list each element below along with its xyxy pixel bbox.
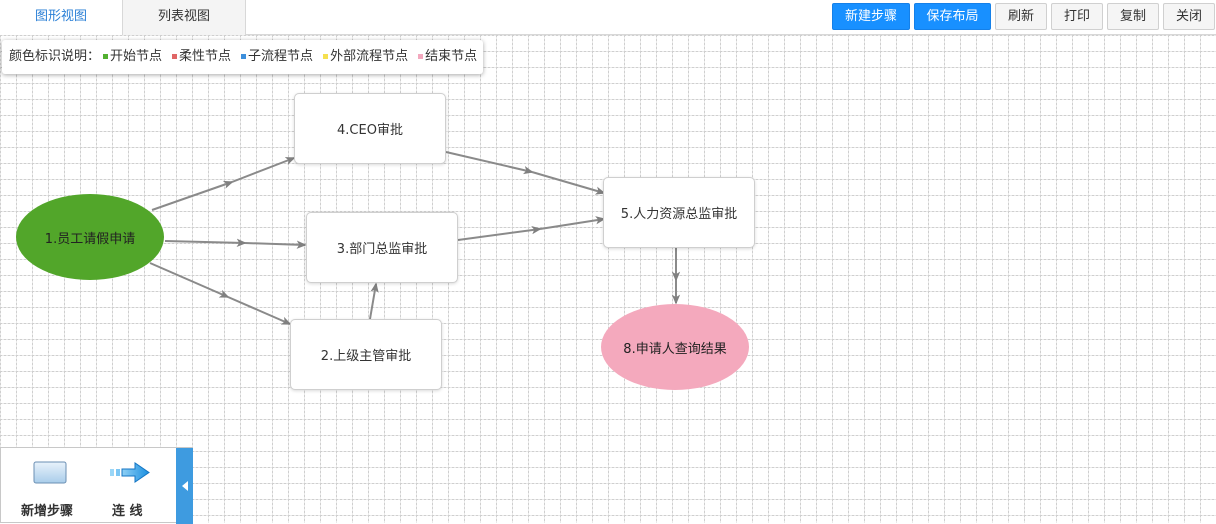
refresh-button[interactable]: 刷新 — [995, 3, 1047, 30]
rectangle-icon — [33, 461, 67, 484]
legend-prefix: 颜色标识说明： — [9, 49, 101, 64]
edge-start-supervisor[interactable] — [149, 262, 230, 298]
hr-director-approval-label: 5.人力资源总监审批 — [620, 207, 738, 222]
edge-start-ceo-tail[interactable] — [231, 157, 296, 183]
dept-director-approval-label: 3.部门总监审批 — [336, 242, 428, 257]
add-step-tool[interactable]: 新增步骤 — [11, 454, 91, 520]
flow-canvas[interactable] — [0, 35, 1216, 523]
supervisor-approval-label: 2.上级主管审批 — [320, 349, 412, 364]
close-button[interactable]: 关闭 — [1163, 3, 1215, 30]
edge-supervisor-dept[interactable] — [369, 282, 379, 320]
legend-swatch-flexible — [172, 53, 178, 59]
legend-swatch-end — [418, 53, 424, 59]
end-node-label: 8.申请人查询结果 — [623, 341, 727, 357]
start-node[interactable]: 1.员工请假申请 — [16, 194, 164, 280]
legend-swatch-start — [103, 53, 109, 59]
save-layout-button[interactable]: 保存布局 — [914, 3, 991, 30]
arrow-right-icon — [110, 462, 150, 483]
collapse-toolbox-handle[interactable] — [176, 448, 193, 524]
start-node-label: 1.员工请假申请 — [44, 231, 136, 247]
connect-tool[interactable]: 连 线 — [101, 454, 161, 520]
edge-start-dept-tail[interactable] — [244, 240, 307, 249]
edge-start-supervisor-tail[interactable] — [227, 296, 292, 325]
legend-item-subprocess: 子流程节点 — [248, 49, 314, 64]
hr-director-approval-node[interactable]: 5.人力资源总监审批 — [603, 177, 755, 248]
chevron-left-icon — [181, 481, 188, 491]
add-step-label: 新增步骤 — [21, 504, 74, 519]
ceo-approval-node[interactable]: 4.CEO审批 — [294, 93, 446, 164]
ceo-approval-label: 4.CEO审批 — [337, 123, 403, 138]
toolbox-panel: 新增步骤 连 线 — [0, 447, 193, 524]
legend-item-external: 外部流程节点 — [330, 49, 409, 64]
legend-item-flexible: 柔性节点 — [179, 49, 232, 64]
legend-swatch-external — [323, 53, 329, 59]
edge-dept-hr-tail[interactable] — [539, 216, 606, 230]
color-legend: 颜色标识说明： 开始节点 柔性节点 子流程节点 外部流程节点 结束节点 — [2, 40, 484, 74]
legend-swatch-subprocess — [241, 53, 247, 59]
top-toolbar: 图形视图 列表视图 新建步骤 保存布局 刷新 打印 复制 关闭 — [0, 0, 1216, 35]
copy-button[interactable]: 复制 — [1107, 3, 1159, 30]
edge-start-ceo[interactable] — [151, 180, 234, 211]
supervisor-approval-node[interactable]: 2.上级主管审批 — [290, 319, 442, 390]
edge-dept-hr[interactable] — [457, 225, 542, 241]
tab-list-view[interactable]: 列表视图 — [123, 0, 246, 35]
print-button[interactable]: 打印 — [1051, 3, 1103, 30]
end-node[interactable]: 8.申请人查询结果 — [601, 304, 749, 390]
edge-ceo-hr[interactable] — [445, 151, 534, 175]
dept-director-approval-node[interactable]: 3.部门总监审批 — [306, 212, 458, 283]
legend-item-end: 结束节点 — [425, 49, 478, 64]
connect-label: 连 线 — [112, 504, 143, 519]
new-step-button[interactable]: 新建步骤 — [832, 3, 910, 30]
edge-start-dept[interactable] — [164, 238, 247, 247]
legend-item-start: 开始节点 — [110, 49, 163, 64]
edge-ceo-hr-tail[interactable] — [531, 171, 606, 195]
tab-graph-view[interactable]: 图形视图 — [0, 0, 123, 35]
